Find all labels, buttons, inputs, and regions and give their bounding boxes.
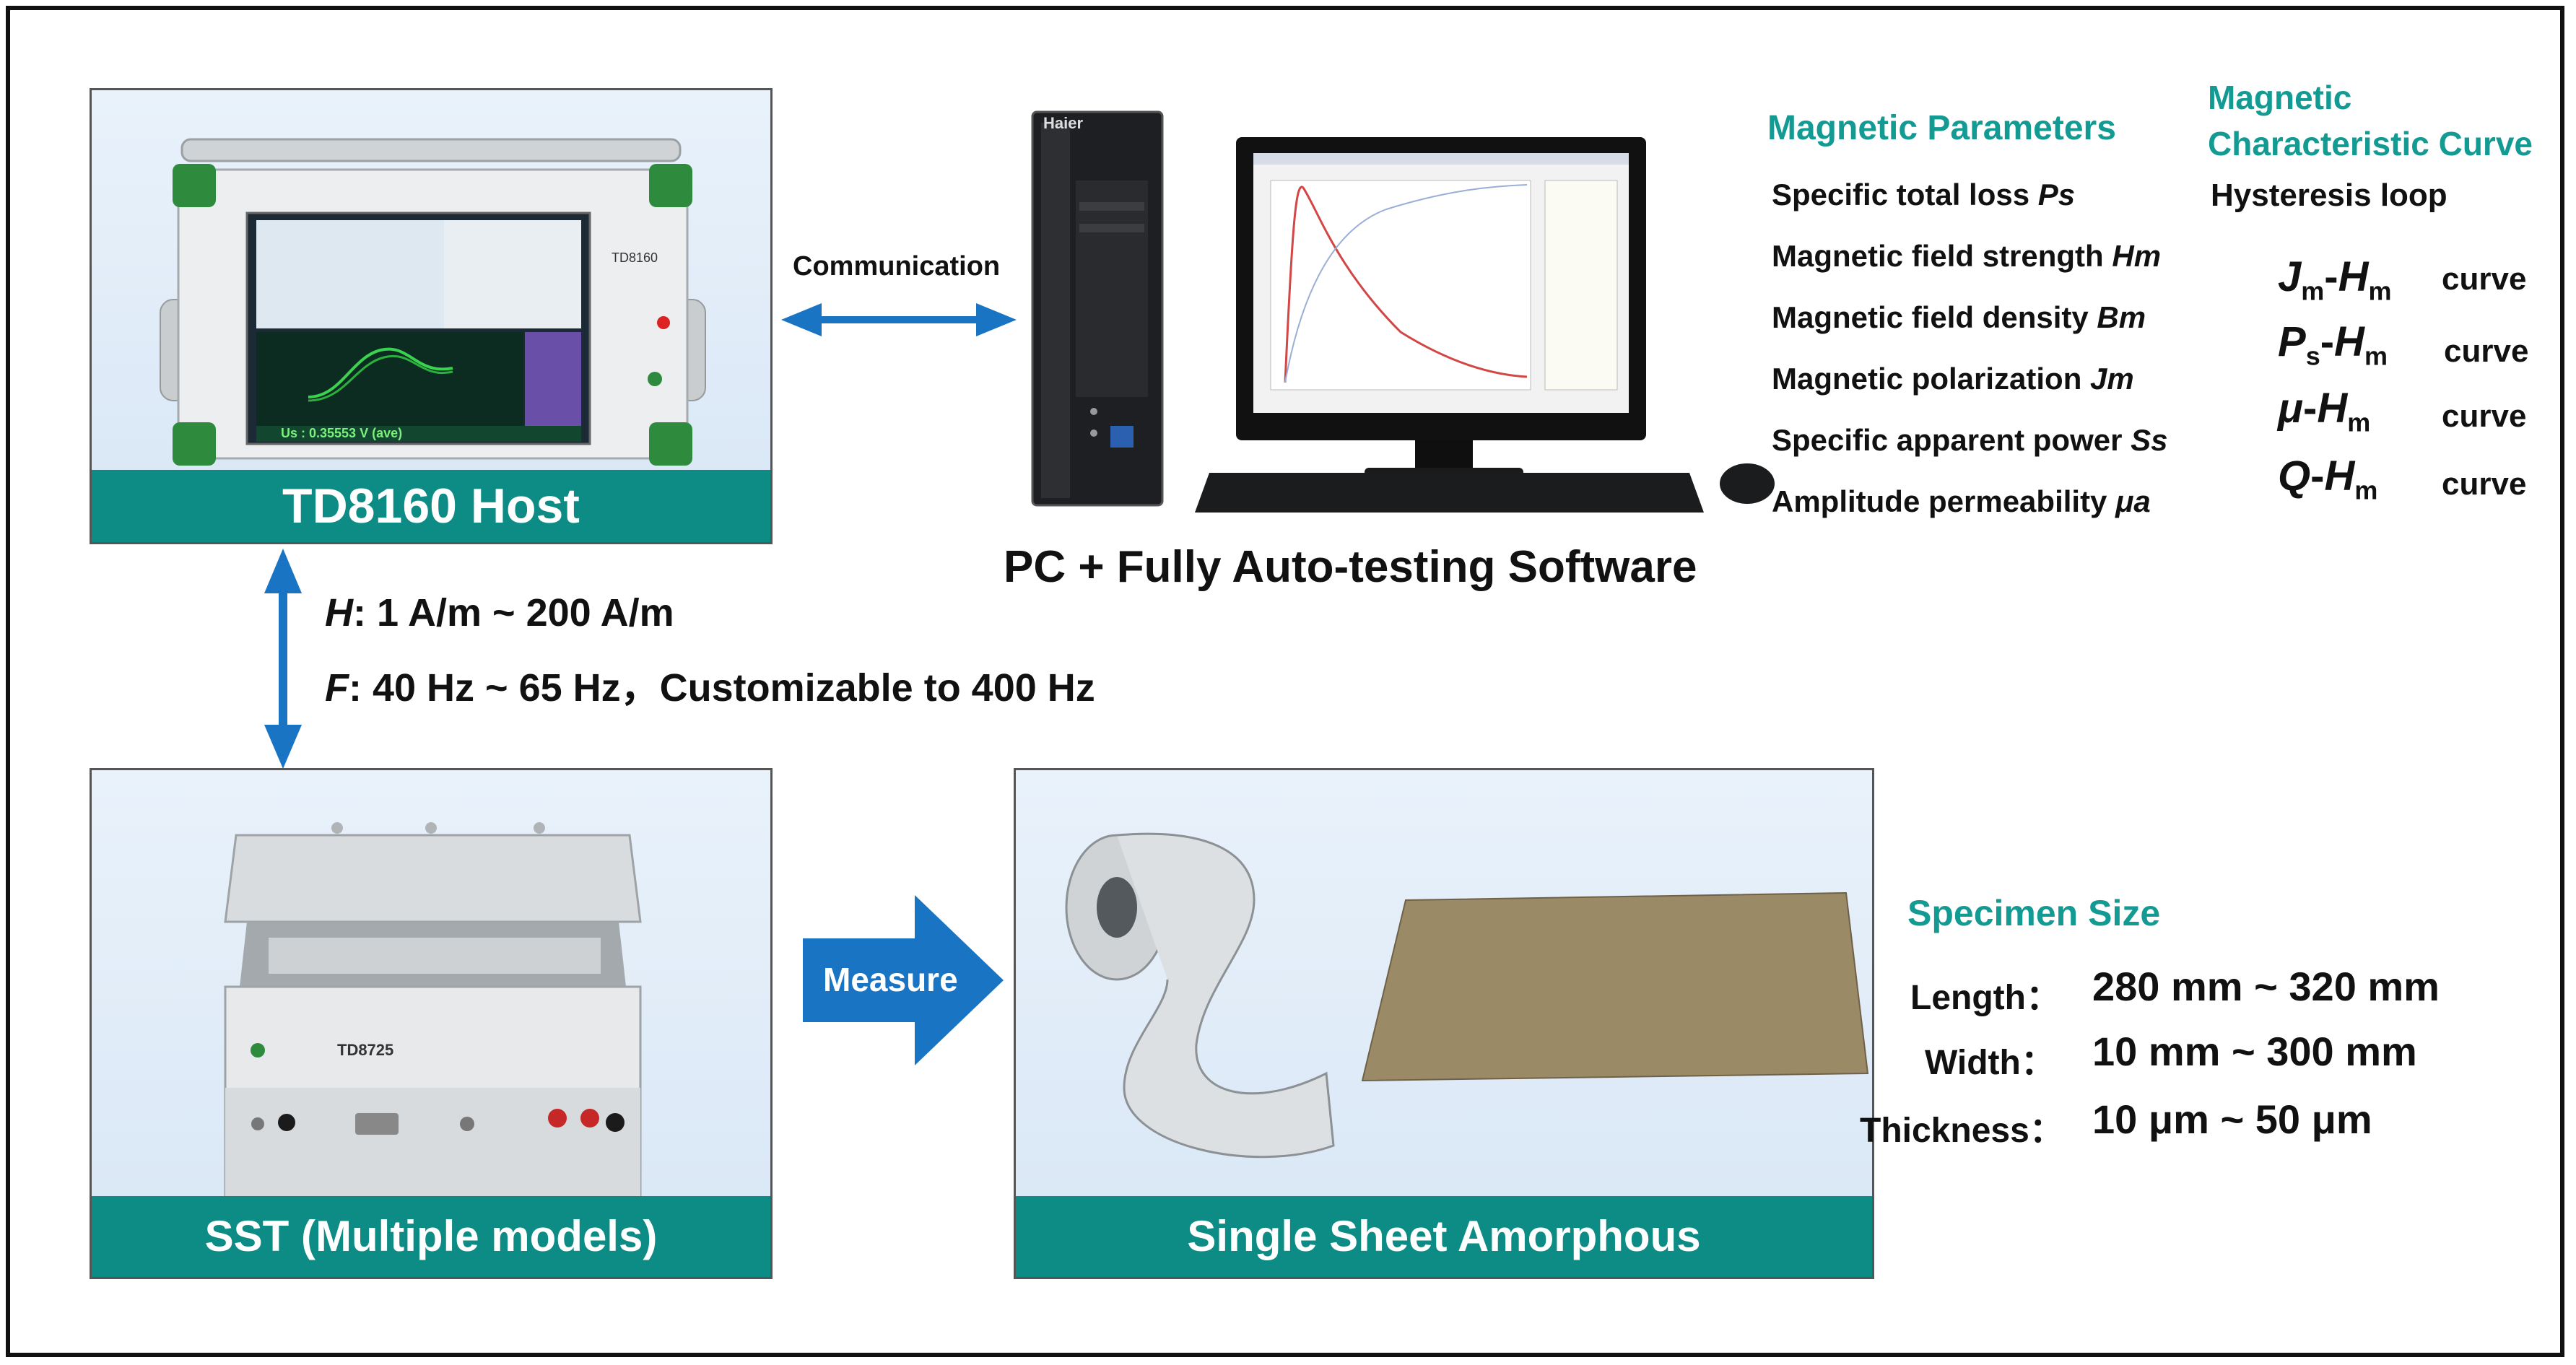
param-item: Specific total loss Ps xyxy=(1772,178,2076,211)
param-item: Magnetic field density Bm xyxy=(1772,300,2146,334)
specimen-row-label: Length： xyxy=(1910,979,2061,1017)
amorphous-ribbon-illustration xyxy=(1065,832,1869,1159)
curve-word: curve xyxy=(2442,261,2527,297)
specimen-row-value: 10 μm ~ 50 μm xyxy=(2092,1096,2372,1142)
sheet-caption: Single Sheet Amorphous xyxy=(1016,1196,1872,1277)
specimen-row-label: Width： xyxy=(1925,1044,2055,1082)
param-item: Magnetic polarization Jm xyxy=(1772,362,2134,396)
host-device-illustration xyxy=(160,138,706,466)
pc-brand-label: Haier xyxy=(1043,114,1084,132)
sst-model-label: TD8725 xyxy=(337,1041,394,1059)
f-symbol: F xyxy=(325,666,349,710)
param-item: Amplitude permeability μa xyxy=(1772,484,2151,518)
parameters-title: Magnetic Parameters xyxy=(1767,109,2116,147)
communication-label: Communication xyxy=(793,251,1001,282)
specimen-row-value: 280 mm ~ 320 mm xyxy=(2092,964,2440,1009)
sst-device-illustration xyxy=(224,822,642,1198)
specimen-title: Specimen Size xyxy=(1907,893,2161,933)
sheet-panel: Single Sheet Amorphous xyxy=(1014,768,1874,1279)
curves-title-line1: Magnetic xyxy=(2208,79,2352,116)
measure-arrow xyxy=(803,895,1004,1065)
param-item: Specific apparent power Ss xyxy=(1772,423,2168,457)
specimen-row-label: Thickness： xyxy=(1860,1112,2064,1150)
measure-label: Measure xyxy=(823,961,958,998)
curve-item: Jm-Hm xyxy=(2278,253,2392,306)
curve-word: curve xyxy=(2442,398,2527,434)
f-range: F: 40 Hz ~ 65 Hz，Customizable to 400 Hz xyxy=(325,655,1095,712)
host-screen-readout: Us : 0.35553 V (ave) xyxy=(281,426,403,440)
h-symbol: H xyxy=(325,591,353,634)
host-panel: Us : 0.35553 V (ave) TD8160 TD8160 Host xyxy=(90,88,773,544)
specimen-row-value: 10 mm ~ 300 mm xyxy=(2092,1029,2417,1074)
curve-item: μ-Hm xyxy=(2278,385,2371,437)
curve-word: curve xyxy=(2442,466,2527,502)
f-range-value: : 40 Hz ~ 65 Hz，Customizable to 400 Hz xyxy=(349,666,1095,710)
hysteresis-label: Hysteresis loop xyxy=(2211,178,2447,213)
sst-panel: TD8725 SST (Multiple models) xyxy=(90,768,773,1279)
h-range: H: 1 A/m ~ 200 A/m xyxy=(325,590,674,635)
curve-item: Q-Hm xyxy=(2278,453,2378,505)
curves-title-line2: Characteristic Curve xyxy=(2208,125,2533,162)
h-range-value: : 1 A/m ~ 200 A/m xyxy=(353,591,674,634)
curve-item: Ps-Hm xyxy=(2278,318,2388,371)
param-item: Magnetic field strength Hm xyxy=(1772,239,2162,273)
pc-illustration xyxy=(1031,110,1775,513)
sst-caption: SST (Multiple models) xyxy=(92,1196,770,1277)
curve-word: curve xyxy=(2444,333,2529,369)
pc-caption: PC + Fully Auto-testing Software xyxy=(1004,542,1697,592)
host-model-label: TD8160 xyxy=(612,250,658,265)
host-caption: TD8160 Host xyxy=(92,470,770,542)
